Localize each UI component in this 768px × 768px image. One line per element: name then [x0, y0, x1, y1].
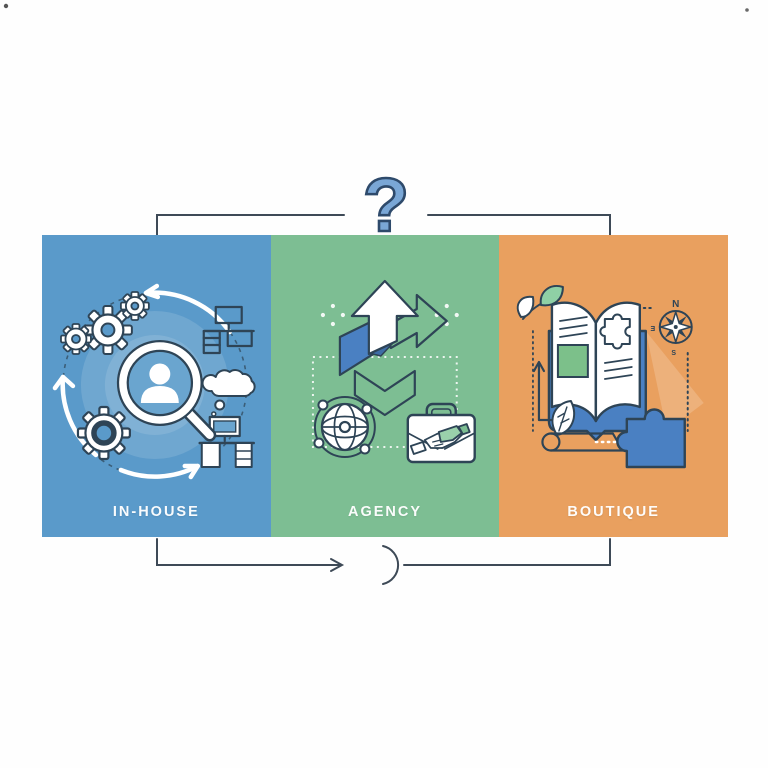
globe-network-icon: [313, 396, 376, 458]
briefcase-handshake-icon: [406, 402, 476, 464]
light-beam: [646, 331, 705, 431]
bottom-arc: [382, 545, 400, 585]
panel-label-boutique: BOUTIQUE: [567, 504, 660, 520]
desk-icon: [198, 415, 255, 468]
comparison-panels: IN-HOUSE: [42, 235, 729, 537]
corner-speck: [745, 8, 749, 12]
boutique-illustration: N Ǝ S: [517, 285, 705, 469]
in-house-illustration: [52, 283, 256, 480]
corner-speck: [3, 3, 9, 9]
dashed-guide: [311, 356, 458, 448]
down-chevron-icon: [353, 369, 416, 417]
sprout-leaves-icon: [517, 285, 565, 320]
compass-icon: N Ǝ S: [651, 299, 694, 357]
workstation-icon: [202, 305, 255, 355]
gear-icon: [82, 305, 133, 355]
question-mark-icon: ?: [363, 163, 409, 248]
bottom-bracket-right: [403, 538, 611, 566]
bottom-bracket-left: [156, 538, 341, 566]
panel-in-house: IN-HOUSE: [42, 235, 271, 537]
compass-west-label: Ǝ: [651, 326, 656, 333]
bottom-arrowhead: [330, 558, 345, 572]
gear-icon: [60, 323, 92, 355]
magnifier-user-icon: [116, 340, 217, 442]
thought-cloud-icon: [201, 369, 256, 417]
panel-label-in-house: IN-HOUSE: [112, 504, 200, 520]
panel-agency: AGENCY: [270, 235, 500, 537]
leaf-icon: [551, 400, 576, 436]
growth-arrow-icon: [338, 279, 448, 377]
puzzle-piece-icon: [616, 408, 687, 469]
panel-boutique: N Ǝ S: [499, 235, 729, 537]
page-puzzle-icon: [599, 313, 632, 350]
gear-icon: [119, 291, 150, 321]
agency-illustration: [311, 279, 476, 464]
compass-north-label: N: [672, 299, 679, 310]
panel-label-agency: AGENCY: [347, 504, 423, 520]
compass-south-label: S: [672, 350, 677, 357]
scroll-icon: [541, 432, 625, 452]
gear-icon: [76, 405, 131, 461]
